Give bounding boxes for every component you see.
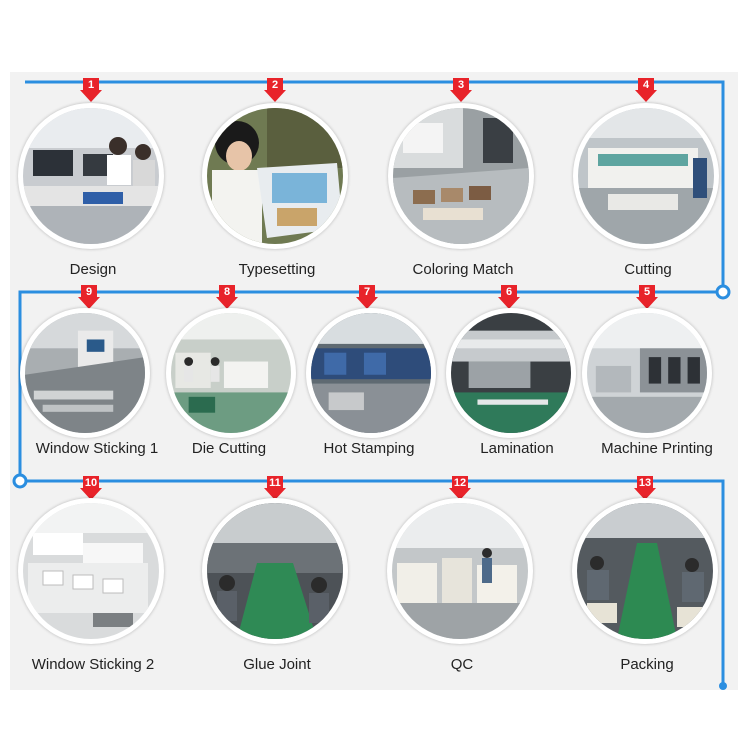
lamination-photo (446, 308, 576, 438)
step-label: Design (69, 261, 117, 278)
step-number-badge: 3 (450, 78, 472, 102)
typesetting-photo (202, 103, 348, 249)
glue-joint-photo (202, 498, 348, 644)
step-number-badge: 11 (264, 476, 286, 500)
flow-end-dot (719, 682, 727, 690)
qc-photo (387, 498, 533, 644)
step-label: Glue Joint (243, 656, 311, 673)
machine-printing-photo (582, 308, 712, 438)
step-label: Coloring Match (412, 261, 514, 278)
step-label: Lamination (480, 440, 554, 457)
step-number-badge: 13 (634, 476, 656, 500)
step-number-badge: 2 (264, 78, 286, 102)
step-label: Hot Stamping (323, 440, 415, 457)
step-label: Window Sticking 1 (35, 440, 159, 457)
flow-node (715, 284, 731, 300)
window-sticking-1-photo (20, 308, 150, 438)
step-number-badge: 6 (498, 285, 520, 309)
step-number-badge: 7 (356, 285, 378, 309)
step-label: Die Cutting (191, 440, 267, 457)
step-label: QC (450, 656, 474, 673)
packing-photo (572, 498, 718, 644)
step-number-badge: 4 (635, 78, 657, 102)
hot-stamping-photo (306, 308, 436, 438)
cutting-machine-photo (573, 103, 719, 249)
step-label: Typesetting (238, 261, 316, 278)
step-label: Machine Printing (601, 440, 713, 457)
window-sticking-2-photo (18, 498, 164, 644)
design-office-photo (18, 103, 164, 249)
step-label: Window Sticking 2 (31, 656, 155, 673)
step-number-badge: 5 (636, 285, 658, 309)
flow-node (12, 473, 28, 489)
step-label: Packing (620, 656, 674, 673)
step-label: Cutting (624, 261, 672, 278)
die-cutting-photo (166, 308, 296, 438)
coloring-match-photo (388, 103, 534, 249)
step-number-badge: 10 (80, 476, 102, 500)
step-number-badge: 9 (78, 285, 100, 309)
step-number-badge: 1 (80, 78, 102, 102)
step-number-badge: 12 (449, 476, 471, 500)
step-number-badge: 8 (216, 285, 238, 309)
